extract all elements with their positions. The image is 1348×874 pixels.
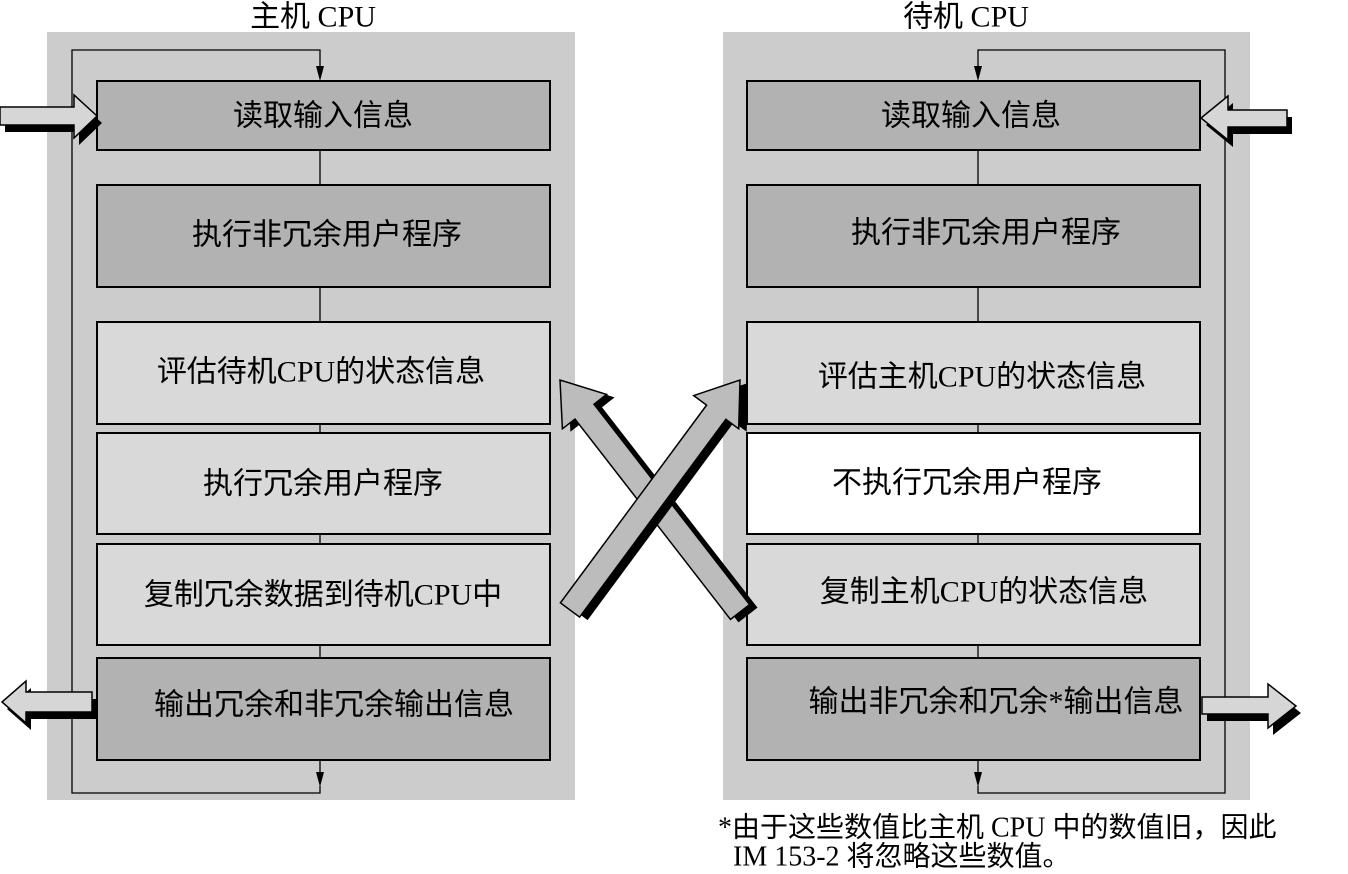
master-step-run-redundant-box	[96, 432, 551, 535]
standby-cycle-arrowhead-bottom	[974, 772, 982, 787]
master-step-run-redundant-label: 执行冗余用户程序	[203, 468, 443, 501]
standby-step-read-input-box	[746, 80, 1201, 151]
standby-step-run-nonredundant-label: 执行非冗余用户程序	[851, 217, 1121, 250]
standby-step-output-label: 输出非冗余和冗余*输出信息	[809, 686, 1184, 719]
standby-step-evaluate-master-box	[746, 321, 1201, 425]
standby-step-skip-redundant-label: 不执行冗余用户程序	[832, 467, 1102, 500]
master-cycle-loop-line	[71, 49, 321, 794]
standby-step-copy-status-box	[746, 543, 1201, 646]
master-step-run-nonredundant-label: 执行非冗余用户程序	[192, 219, 462, 252]
master-step-read-input-box	[96, 80, 551, 151]
standby-cycle-arrowhead-top	[974, 66, 982, 81]
standby-step-evaluate-master-label: 评估主机CPU的状态信息	[818, 361, 1146, 394]
standby-input-arrow	[1199, 94, 1288, 142]
master-input-arrow	[0, 93, 99, 140]
master-step-copy-data-label: 复制冗余数据到待机CPU中	[144, 579, 502, 612]
standby-step-run-nonredundant-box	[746, 184, 1201, 288]
standby-output-arrow	[1201, 682, 1298, 730]
master-step-evaluate-standby-box	[96, 321, 551, 425]
footnote-line-2: IM 153-2 将忽略这些数值。	[733, 841, 1071, 873]
standby-step-output-box	[746, 657, 1201, 761]
master-step-output-label: 输出冗余和非冗余输出信息	[154, 689, 514, 722]
standby-step-skip-redundant-box	[746, 432, 1201, 535]
master-output-arrow	[0, 679, 93, 725]
master-step-read-input-label: 读取输入信息	[233, 100, 413, 133]
sync-arrow-master-to-standby	[559, 378, 741, 619]
standby-cycle-loop-line	[977, 49, 1226, 794]
master-cycle-arrowhead-top	[316, 66, 324, 81]
master-cpu-title: 主机 CPU	[250, 1, 376, 34]
master-cycle-arrowhead-bottom	[316, 772, 324, 787]
master-step-copy-data-box	[96, 543, 551, 646]
master-step-evaluate-standby-label: 评估待机CPU的状态信息	[157, 356, 485, 389]
footnote-line-1: *由于这些数值比主机 CPU 中的数值旧，因此	[718, 812, 1276, 844]
master-step-run-nonredundant-box	[96, 184, 551, 288]
standby-step-copy-status-label: 复制主机CPU的状态信息	[820, 576, 1148, 609]
standby-step-read-input-label: 读取输入信息	[881, 100, 1061, 133]
standby-cpu-title: 待机 CPU	[903, 1, 1029, 34]
